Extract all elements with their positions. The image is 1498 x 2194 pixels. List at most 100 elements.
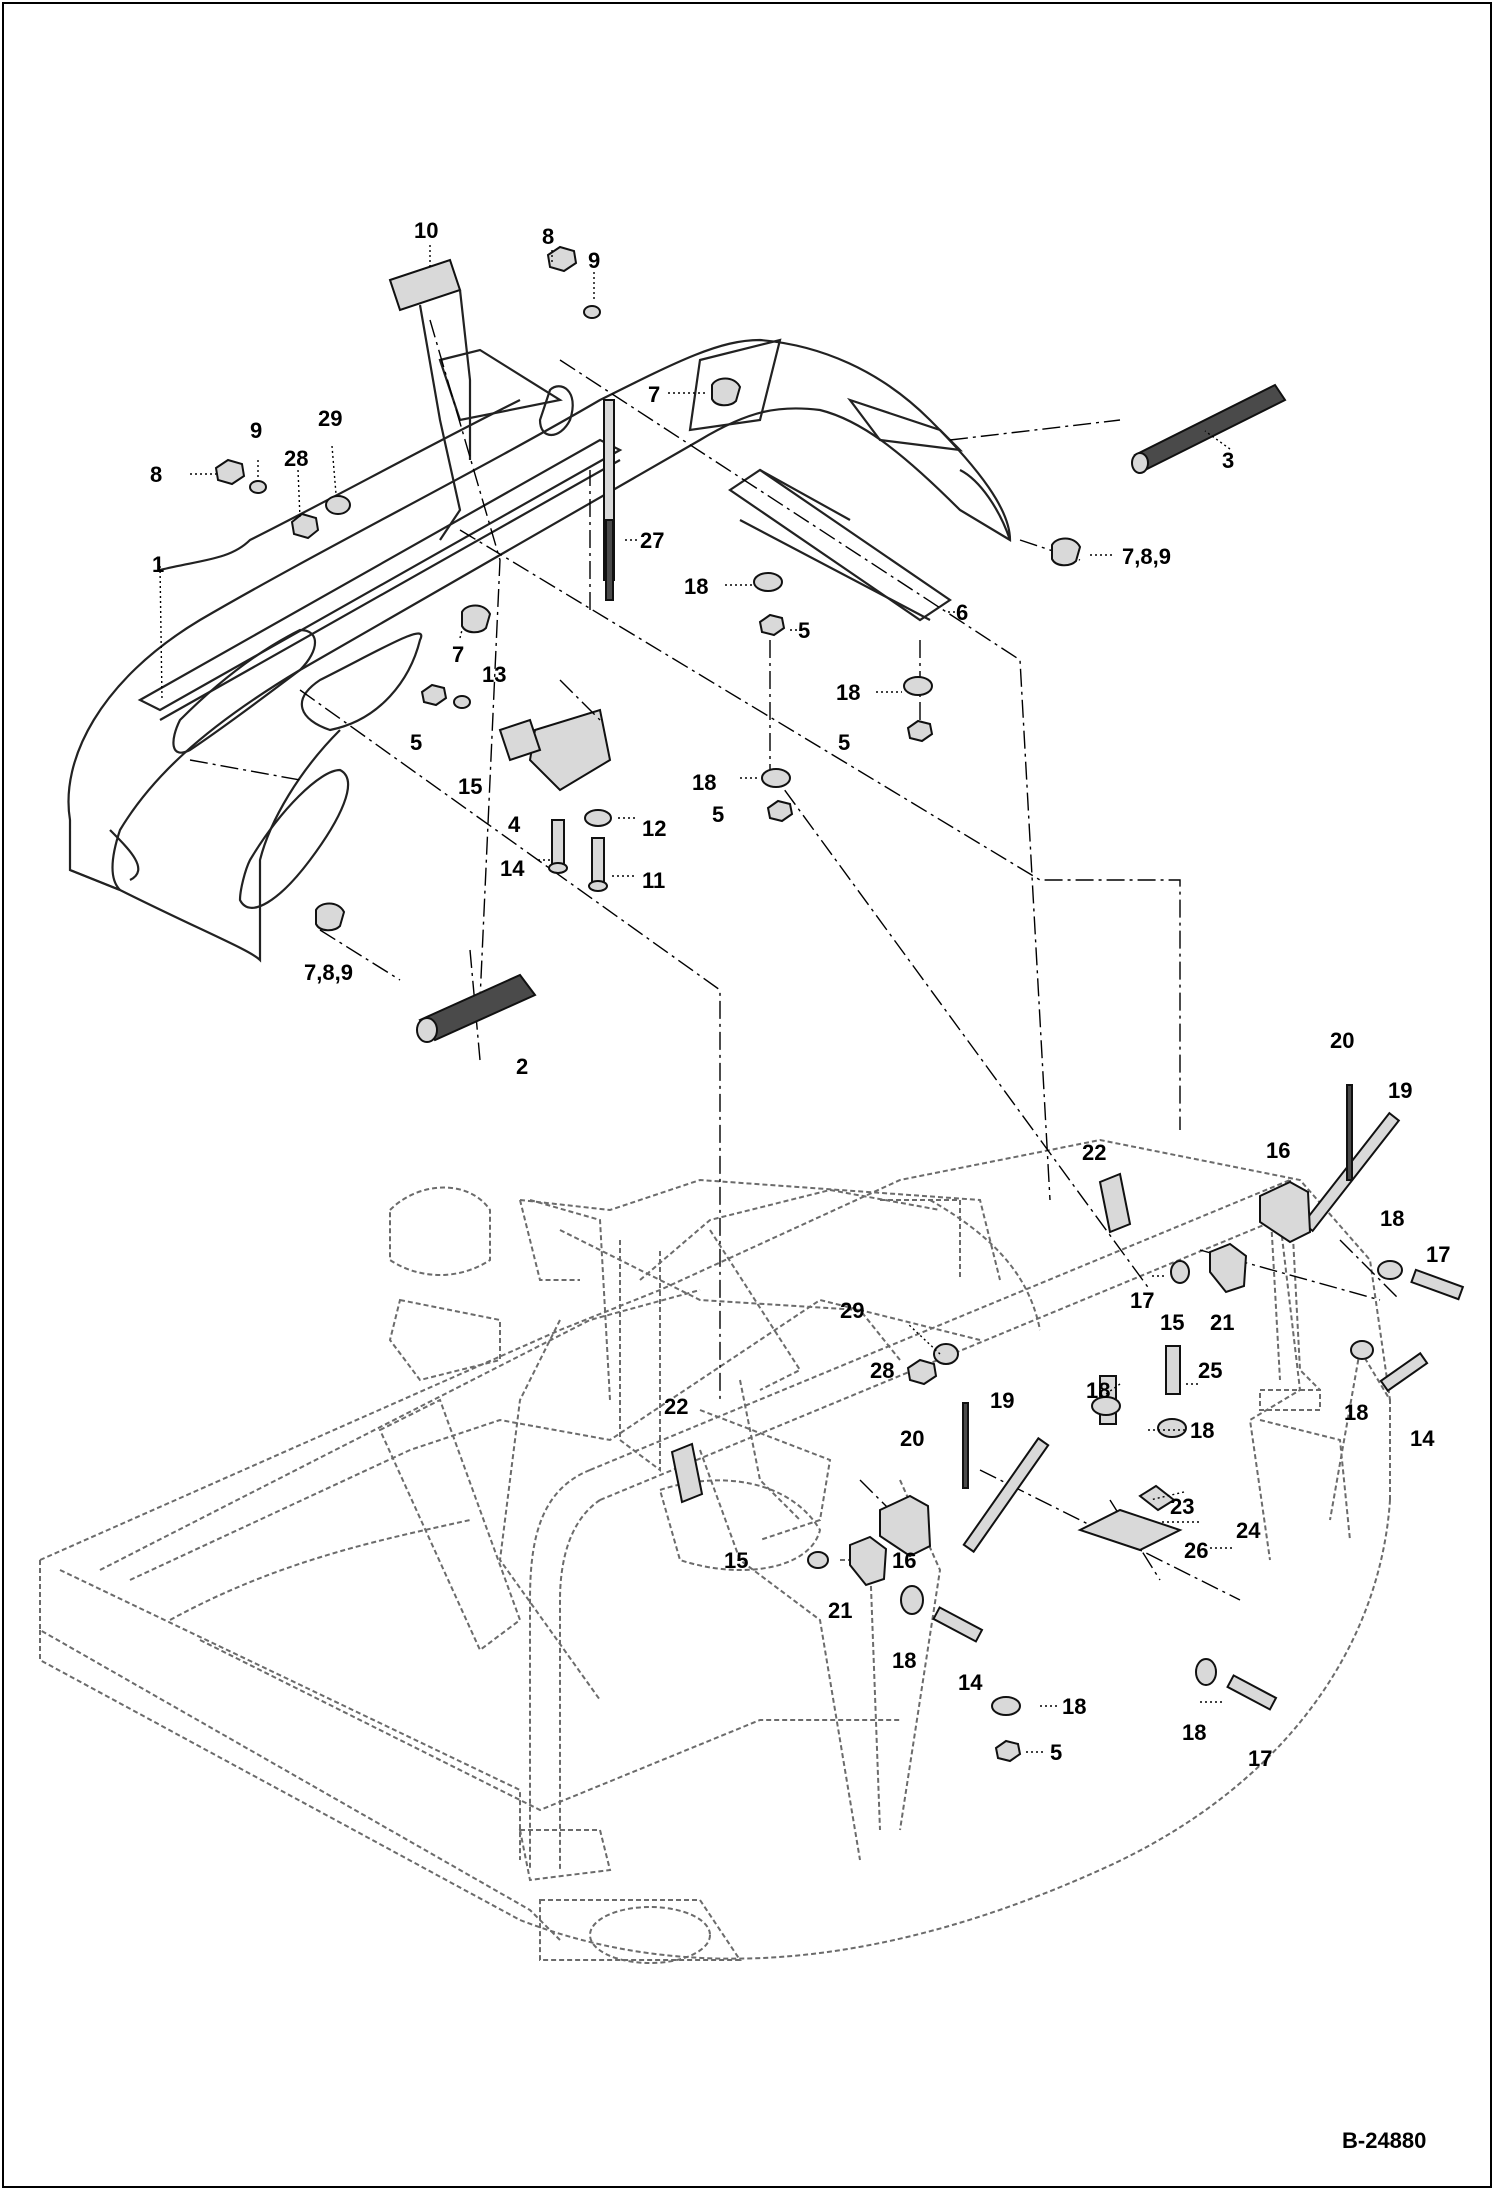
fender-cover-assembly <box>67 258 1012 963</box>
bolt-17-right <box>1410 1268 1465 1301</box>
washer-18-lower-a <box>900 1585 924 1615</box>
callout-3: 3 <box>1222 448 1234 473</box>
callout-5: 5 <box>410 730 422 755</box>
callout-18: 18 <box>1344 1400 1368 1425</box>
callout-7-8-9: 7,8,9 <box>1122 544 1171 569</box>
callout-18: 18 <box>892 1648 916 1673</box>
nut-5-a <box>758 613 786 637</box>
callout-9: 9 <box>588 248 600 273</box>
washer-18-b <box>903 676 933 696</box>
callout-18: 18 <box>1086 1378 1110 1403</box>
bolt-25 <box>1165 1345 1181 1395</box>
callout-28: 28 <box>870 1358 894 1383</box>
callout-17: 17 <box>1130 1288 1154 1313</box>
callout-22: 22 <box>664 1394 688 1419</box>
callout-16: 16 <box>892 1548 916 1573</box>
callout-5: 5 <box>712 802 724 827</box>
callout-8: 8 <box>542 224 554 249</box>
bolt-14-upper <box>551 819 565 869</box>
callout-leaders <box>159 245 1234 1753</box>
callout-15: 15 <box>724 1548 748 1573</box>
callout-19: 19 <box>1388 1078 1412 1103</box>
cotter-20-mid <box>962 1402 969 1489</box>
callout-7: 7 <box>452 642 464 667</box>
callout-10: 10 <box>414 218 438 243</box>
hinge-16-mid <box>879 1494 932 1558</box>
callout-20: 20 <box>1330 1028 1354 1053</box>
bracket-26 <box>1077 1508 1183 1552</box>
callout-11: 11 <box>642 868 665 893</box>
callout-18: 18 <box>836 680 860 705</box>
callout-15: 15 <box>458 774 482 799</box>
washer-18-lower-c <box>1195 1658 1217 1686</box>
callout-29: 29 <box>318 406 342 431</box>
callout-21: 21 <box>1210 1310 1234 1335</box>
callout-7-8-9: 7,8,9 <box>304 960 353 985</box>
washer-12 <box>584 809 612 827</box>
callout-17: 17 <box>1248 1746 1272 1771</box>
callout-20: 20 <box>900 1426 924 1451</box>
washer-18-lower-b <box>991 1696 1021 1716</box>
nut-8-left <box>214 458 246 486</box>
callout-15: 15 <box>1160 1310 1184 1335</box>
callout-19: 19 <box>990 1388 1014 1413</box>
bolt-17-lower <box>1226 1674 1278 1711</box>
nut-8-top <box>546 245 578 273</box>
callout-5: 5 <box>798 618 810 643</box>
nut-5-lower <box>994 1739 1022 1763</box>
callout-28: 28 <box>284 446 308 471</box>
bracket-21-mid <box>849 1535 888 1587</box>
callout-26: 26 <box>1184 1538 1208 1563</box>
washer-29-left <box>325 495 351 515</box>
callout-18: 18 <box>1182 1720 1206 1745</box>
assembly-center-lines <box>189 319 1401 1601</box>
cotter-20-right <box>1346 1084 1353 1181</box>
rubber-stop-7-upper <box>711 377 742 407</box>
callout-17: 17 <box>1426 1242 1450 1267</box>
nut-28-left <box>290 512 320 540</box>
bolt-14-lower <box>932 1606 984 1643</box>
washer-18-a <box>753 572 783 592</box>
callout-14: 14 <box>500 856 525 881</box>
callout-27: 27 <box>640 528 664 553</box>
rubber-stop-789-lower <box>315 902 346 932</box>
callout-18: 18 <box>1190 1418 1214 1443</box>
callout-12: 12 <box>642 816 666 841</box>
washer-18-mid-b <box>1157 1418 1187 1438</box>
callout-18: 18 <box>684 574 708 599</box>
washer-18-c <box>761 768 791 788</box>
callout-4: 4 <box>508 812 521 837</box>
hardware-parts <box>214 245 1465 1763</box>
callout-16: 16 <box>1266 1138 1290 1163</box>
rubber-stop-789-right <box>1051 537 1082 567</box>
washer-9-left <box>249 480 267 494</box>
washer-29-mid <box>933 1343 959 1365</box>
callout-18: 18 <box>692 770 716 795</box>
nut-5-c <box>766 799 794 823</box>
hinge-16-right <box>1259 1180 1312 1244</box>
washer-18-right-b <box>1350 1340 1374 1360</box>
callout-14: 14 <box>958 1670 983 1695</box>
callout-2: 2 <box>516 1054 528 1079</box>
washer-15-right <box>1170 1260 1190 1284</box>
machine-frame-outline <box>39 1138 1391 1964</box>
callout-1: 1 <box>152 552 164 577</box>
nut-28-mid <box>906 1358 938 1386</box>
hinge-pin-3 <box>1133 383 1287 472</box>
pin-19-mid <box>962 1436 1050 1554</box>
washer-15-mid <box>807 1551 829 1569</box>
callout-21: 21 <box>828 1598 852 1623</box>
bracket-21-right <box>1209 1242 1248 1294</box>
nut-5-left <box>420 683 448 707</box>
callout-18: 18 <box>1062 1694 1086 1719</box>
callout-13: 13 <box>482 662 506 687</box>
rubber-stop-7-mid <box>461 604 492 634</box>
washer-18-mid-a <box>1091 1396 1121 1416</box>
nut-5-b <box>906 719 934 743</box>
callout-7: 7 <box>648 382 660 407</box>
callout-9: 9 <box>250 418 262 443</box>
callout-5: 5 <box>1050 1740 1062 1765</box>
callout-22: 22 <box>1082 1140 1106 1165</box>
callout-25: 25 <box>1198 1358 1222 1383</box>
